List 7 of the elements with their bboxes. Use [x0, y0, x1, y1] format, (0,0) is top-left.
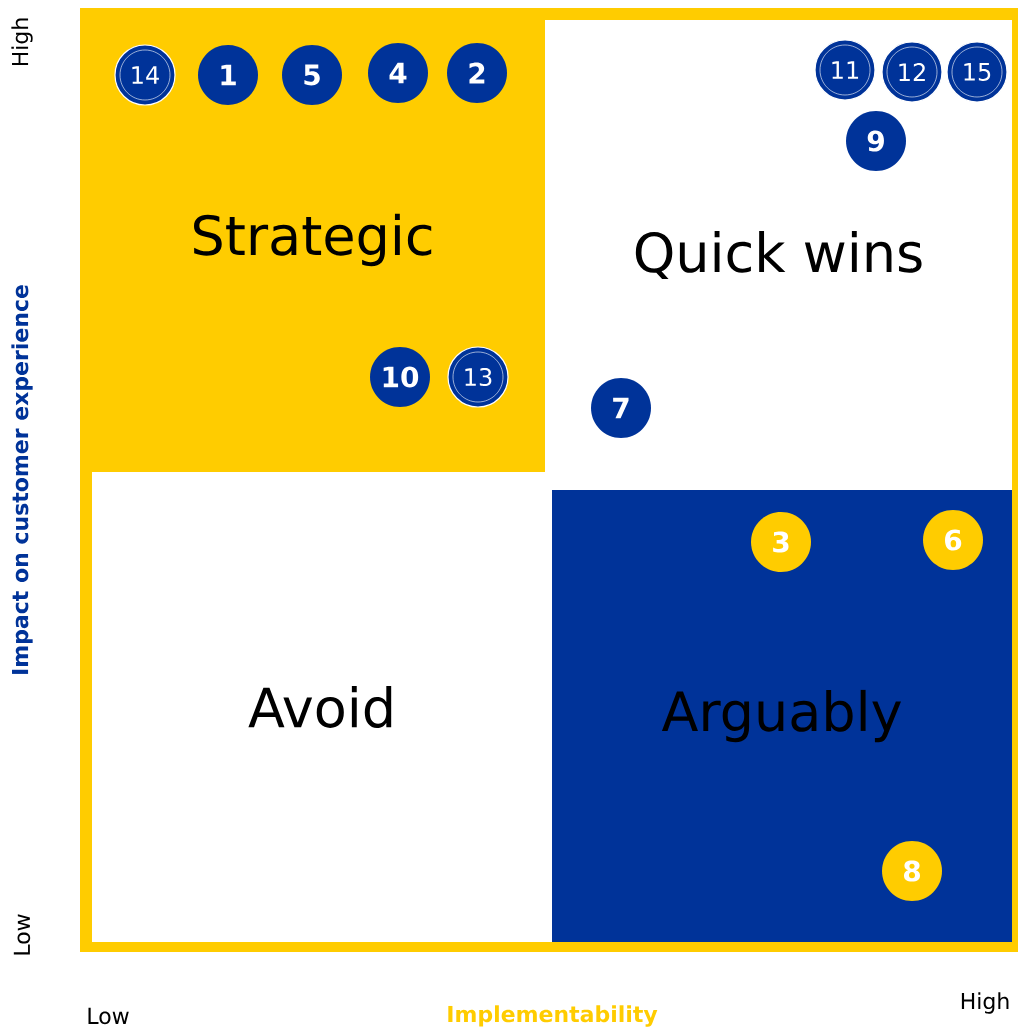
axis-label: Low [13, 914, 31, 955]
axis-label: Low [88, 1007, 129, 1025]
axis-title: Implementability [448, 1005, 658, 1027]
axis-title: Impact on customer experience [11, 285, 33, 674]
axis-label: High [11, 18, 33, 66]
axis-label: High [961, 992, 1009, 1014]
quadrant: Avoid [92, 472, 552, 942]
